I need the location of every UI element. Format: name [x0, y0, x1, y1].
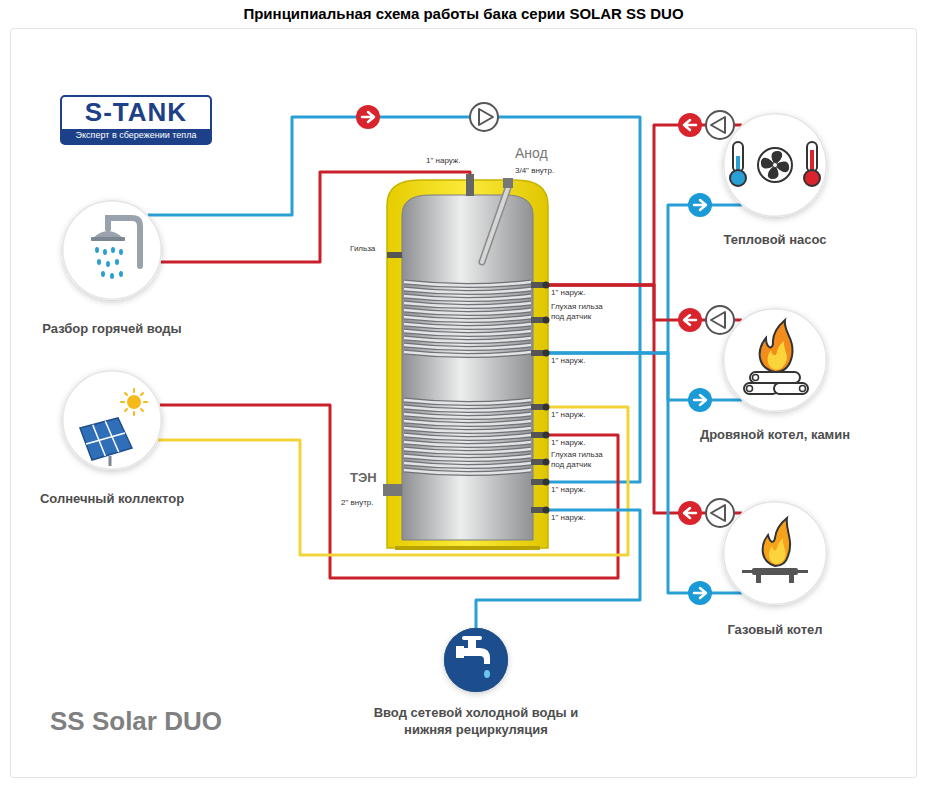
solar-icon	[80, 389, 147, 466]
circle-outline	[724, 309, 827, 412]
circle-outline	[444, 628, 508, 692]
circle-outline	[62, 200, 162, 300]
source-circle: Дровяной котел, камин	[723, 308, 827, 412]
gas-boiler-icon	[742, 518, 808, 583]
brand-logo: S-TANKЭксперт в сбережении тепла	[60, 95, 212, 145]
circle-backgrounds	[62, 113, 827, 692]
circle-outline	[724, 502, 827, 605]
pipe	[548, 353, 742, 593]
fitting-label: 1" наруж.	[425, 156, 461, 166]
node-caption: Дровяной котел, камин	[700, 426, 850, 443]
storage-tank-drawing	[383, 174, 550, 550]
circle-outline	[723, 113, 827, 217]
pipe	[548, 285, 742, 513]
source-circle: Солнечный коллектор	[62, 370, 162, 470]
circle-outline	[723, 308, 827, 412]
shower-icon	[91, 218, 140, 279]
node-caption: Ввод сетевой холодной воды и нижняя реци…	[356, 704, 596, 738]
node-caption: Газовый котел	[727, 621, 822, 638]
node-caption: Солнечный коллектор	[40, 490, 184, 507]
circle-outline	[723, 501, 827, 605]
tap-icon	[456, 636, 490, 678]
storage-tank: 1" наруж.Анод3/4" внутр.Гильза1" наруж.Г…	[387, 180, 548, 548]
fitting-label: Глухая гильза под датчик	[550, 450, 614, 470]
fitting-label: 1" наруж.	[550, 410, 586, 420]
fitting-label: Гильза	[349, 244, 376, 254]
node-caption: Тепловой насос	[723, 231, 826, 248]
circle-outline	[445, 629, 508, 692]
circle-outline	[724, 114, 827, 217]
fitting-label: ТЭН	[350, 470, 377, 485]
fitting-label: 3/4" внутр.	[514, 166, 555, 176]
fitting-label: Анод	[515, 145, 548, 161]
node-caption: Разбор горячей воды	[42, 320, 181, 337]
flow-markers	[356, 103, 734, 605]
source-circle: Газовый котел	[723, 501, 827, 605]
brand-slogan: Эксперт в сбережении тепла	[76, 128, 197, 142]
pipe	[548, 205, 742, 353]
frame	[11, 29, 917, 778]
fitting-label: Глухая гильза под датчик	[550, 302, 614, 322]
fitting-label: 1" наруж.	[550, 288, 586, 298]
series-name: SS Solar DUO	[50, 706, 222, 737]
heat-pump-icon	[730, 142, 820, 186]
fitting-label: 1" наруж.	[550, 356, 586, 366]
circle-outline	[63, 201, 162, 300]
diagram-title: Принципиальная схема работы бака серии S…	[0, 5, 927, 22]
fitting-label: 2" внутр.	[340, 498, 375, 508]
source-circle: Тепловой насос	[723, 113, 827, 217]
source-circle: Ввод сетевой холодной воды и нижняя реци…	[444, 628, 508, 692]
source-circle: Разбор горячей воды	[62, 200, 162, 300]
pipe	[548, 353, 742, 400]
fitting-label: 1" наруж.	[550, 485, 586, 495]
wood-boiler-icon	[744, 320, 808, 394]
brand-name: S-TANK	[85, 97, 187, 128]
circle-outline	[62, 370, 162, 470]
circle-outline	[63, 371, 162, 470]
fitting-label: 1" наруж.	[550, 513, 586, 523]
fitting-label: 1" наруж.	[550, 438, 586, 448]
